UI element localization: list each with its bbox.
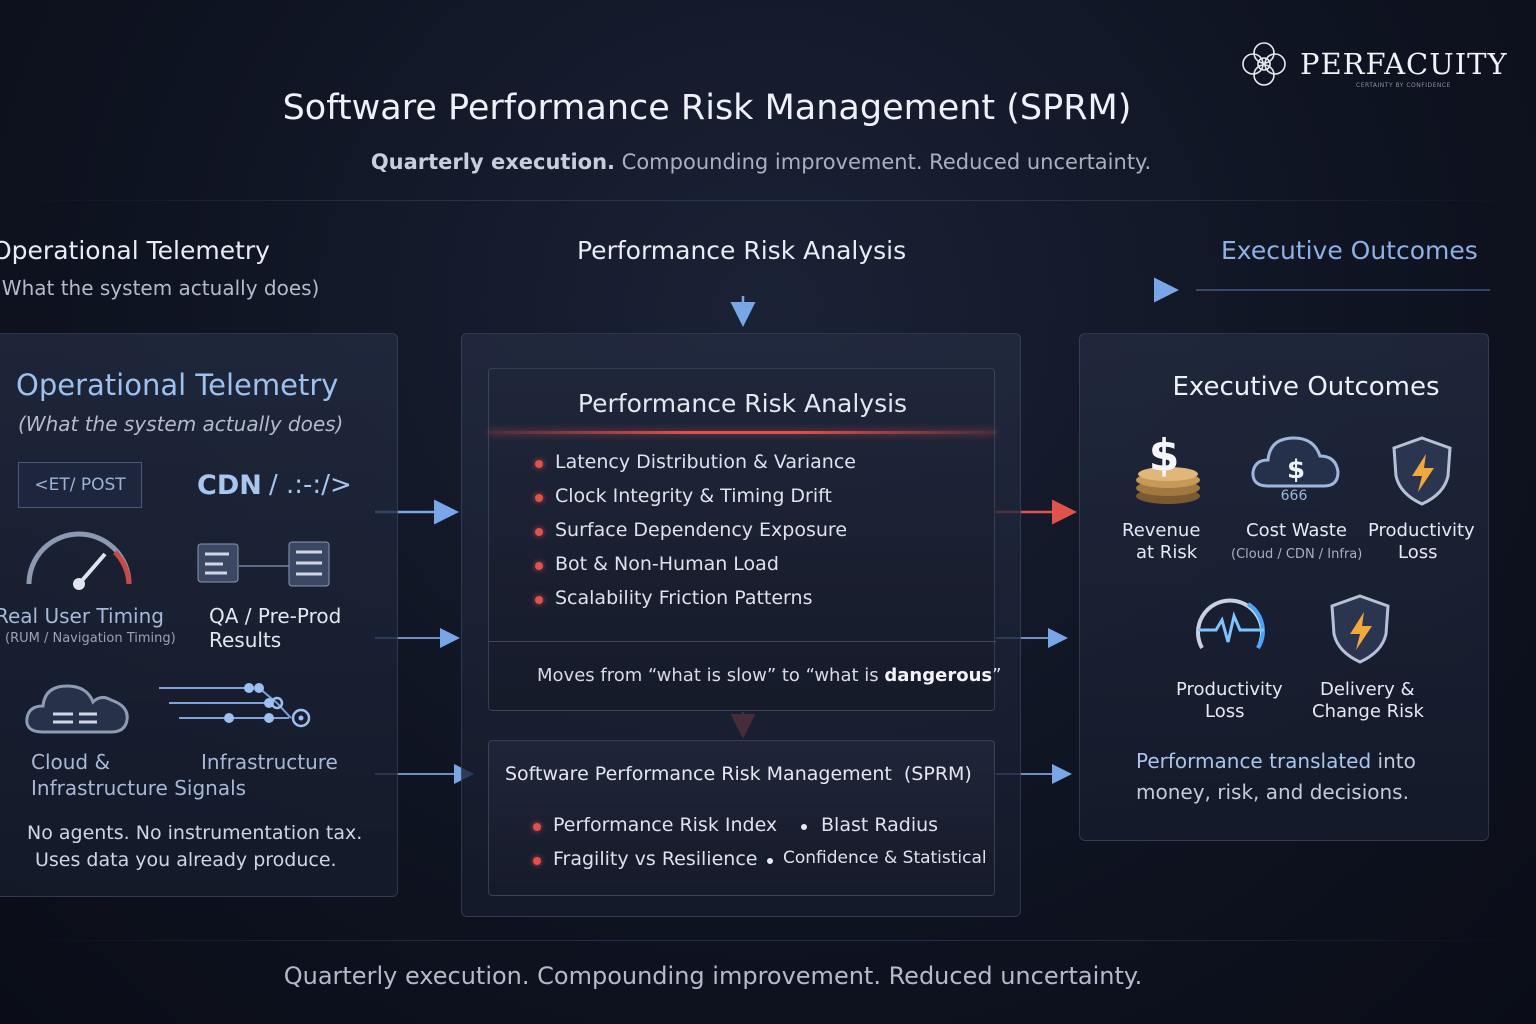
shield-bolt-icon: [1392, 436, 1452, 506]
outcome-cost-line2: (Cloud / CDN / Infra): [1231, 547, 1363, 562]
outcomes-panel: Executive Outcomes $ $ 666 Revenue at Ri…: [1079, 333, 1489, 841]
telemetry-panel: Operational Telemetry (What the system a…: [0, 333, 398, 897]
gauge-icon: [26, 531, 132, 590]
list-item: Bot & Non-Human Load: [535, 553, 856, 575]
svg-text:$: $: [1149, 430, 1180, 481]
get-post-badge: <ET/ POST: [18, 462, 142, 508]
telemetry-subtitle: (What the system actually does): [18, 412, 344, 436]
qa-label-line2: Results: [209, 628, 282, 652]
cloud-label-line1: Cloud &: [31, 750, 111, 774]
list-item: Clock Integrity & Timing Drift: [535, 485, 856, 507]
rum-label: Real User Timing: [0, 604, 164, 628]
page-subtitle: Quarterly execution. Compounding improve…: [0, 150, 1522, 174]
list-item: Confidence & Statistical: [767, 848, 987, 868]
divider: [489, 641, 996, 642]
telemetry-title: Operational Telemetry: [16, 368, 339, 402]
code-glyph: / .:-:/>: [269, 470, 352, 500]
outcome-productivity-line2: Loss: [1398, 542, 1438, 563]
rum-sublabel: (RUM / Navigation Timing): [5, 631, 176, 646]
qa-label-line1: QA / Pre-Prod: [209, 604, 342, 628]
list-item: Latency Distribution & Variance: [535, 451, 856, 473]
list-item: Scalability Friction Patterns: [535, 587, 856, 609]
list-item: Fragility vs Resilience: [533, 848, 777, 870]
risk-analysis-list: Latency Distribution & Variance Clock In…: [535, 451, 856, 609]
flow-header-analysis: Performance Risk Analysis: [577, 236, 907, 265]
svg-text:$: $: [1287, 455, 1305, 485]
page-title: Software Performance Risk Management (SP…: [282, 88, 1132, 128]
outcome-revenue-line1: Revenue: [1122, 520, 1201, 541]
brand-logo: PERFACUITY CERTAINTY BY CONFIDENCE: [1238, 38, 1508, 90]
outcome-revenue-line2: at Risk: [1136, 542, 1198, 563]
network-nodes-icon: [159, 683, 311, 728]
dollar-coins-icon: $: [1136, 430, 1200, 504]
note-prefix: Moves from “what is slow” to “what is: [537, 665, 885, 686]
note-emphasis: dangerous: [884, 665, 993, 686]
flow-header-outcomes: Executive Outcomes: [1221, 236, 1478, 265]
outcome-delivery-line2: Change Risk: [1312, 701, 1424, 722]
outcome-productivity-line1: Productivity: [1368, 520, 1475, 541]
cdn-label: CDN: [197, 470, 262, 501]
telemetry-footer-line2: Uses data you already produce.: [35, 849, 337, 871]
sprm-card: Software Performance Risk Management (SP…: [488, 740, 995, 896]
svg-text:666: 666: [1281, 488, 1308, 502]
cloud-icon: [25, 684, 129, 734]
outcomes-summary-line2: money, risk, and decisions.: [1136, 780, 1409, 804]
subtitle-rest: Compounding improvement. Reduced uncerta…: [615, 150, 1152, 174]
telemetry-footer-line1: No agents. No instrumentation tax.: [27, 822, 363, 844]
flower-logo-icon: [1242, 42, 1286, 86]
footer-tagline: Quarterly execution. Compounding improve…: [283, 962, 1143, 990]
brand-name: PERFACUITY: [1300, 47, 1508, 81]
cloud-label-line2: Infrastructure Signals: [31, 776, 247, 800]
list-item: Performance Risk Index: [533, 814, 777, 836]
outcome-cost-line1: Cost Waste: [1246, 520, 1347, 541]
sprm-list-left: Performance Risk Index Fragility vs Resi…: [533, 814, 777, 870]
list-item: Blast Radius: [801, 814, 1021, 836]
flow-subheader-telemetry: (What the system actually does): [0, 276, 320, 300]
subtitle-bold: Quarterly execution.: [370, 150, 615, 174]
sprm-title: Software Performance Risk Management (SP…: [505, 763, 972, 785]
qa-documents-icon: [197, 541, 330, 587]
outcome-delivery-line1: Delivery &: [1320, 679, 1415, 700]
infra-label: Infrastructure: [201, 750, 338, 774]
outcomes-summary-line1: Performance translated into: [1136, 749, 1416, 773]
cloud-dollar-icon: $ 666: [1251, 436, 1340, 502]
risk-analysis-title: Performance Risk Analysis: [577, 389, 908, 418]
divider: [0, 200, 1536, 201]
outcomes-title: Executive Outcomes: [1172, 372, 1440, 402]
list-item: Surface Dependency Exposure: [535, 519, 856, 541]
outcome-productivity2-line1: Productivity: [1176, 679, 1283, 700]
red-accent-rule: [489, 431, 996, 434]
heartbeat-gauge-icon: [1196, 598, 1265, 650]
outcome-productivity2-line2: Loss: [1205, 701, 1245, 722]
note-suffix: ”: [992, 665, 1002, 686]
risk-analysis-card: Performance Risk Analysis Latency Distri…: [488, 368, 1001, 711]
sprm-list-right: Blast Radius Confidence & Statistical: [767, 814, 1021, 868]
brand-tagline: CERTAINTY BY CONFIDENCE: [1356, 82, 1451, 89]
summary-rest: into: [1371, 749, 1416, 773]
summary-emphasis: Performance translated: [1136, 749, 1372, 773]
flow-header-telemetry: Operational Telemetry: [0, 236, 270, 265]
divider: [0, 940, 1536, 941]
shield-bolt-icon: [1330, 594, 1390, 664]
risk-analysis-note: Moves from “what is slow” to “what is da…: [537, 665, 1001, 686]
